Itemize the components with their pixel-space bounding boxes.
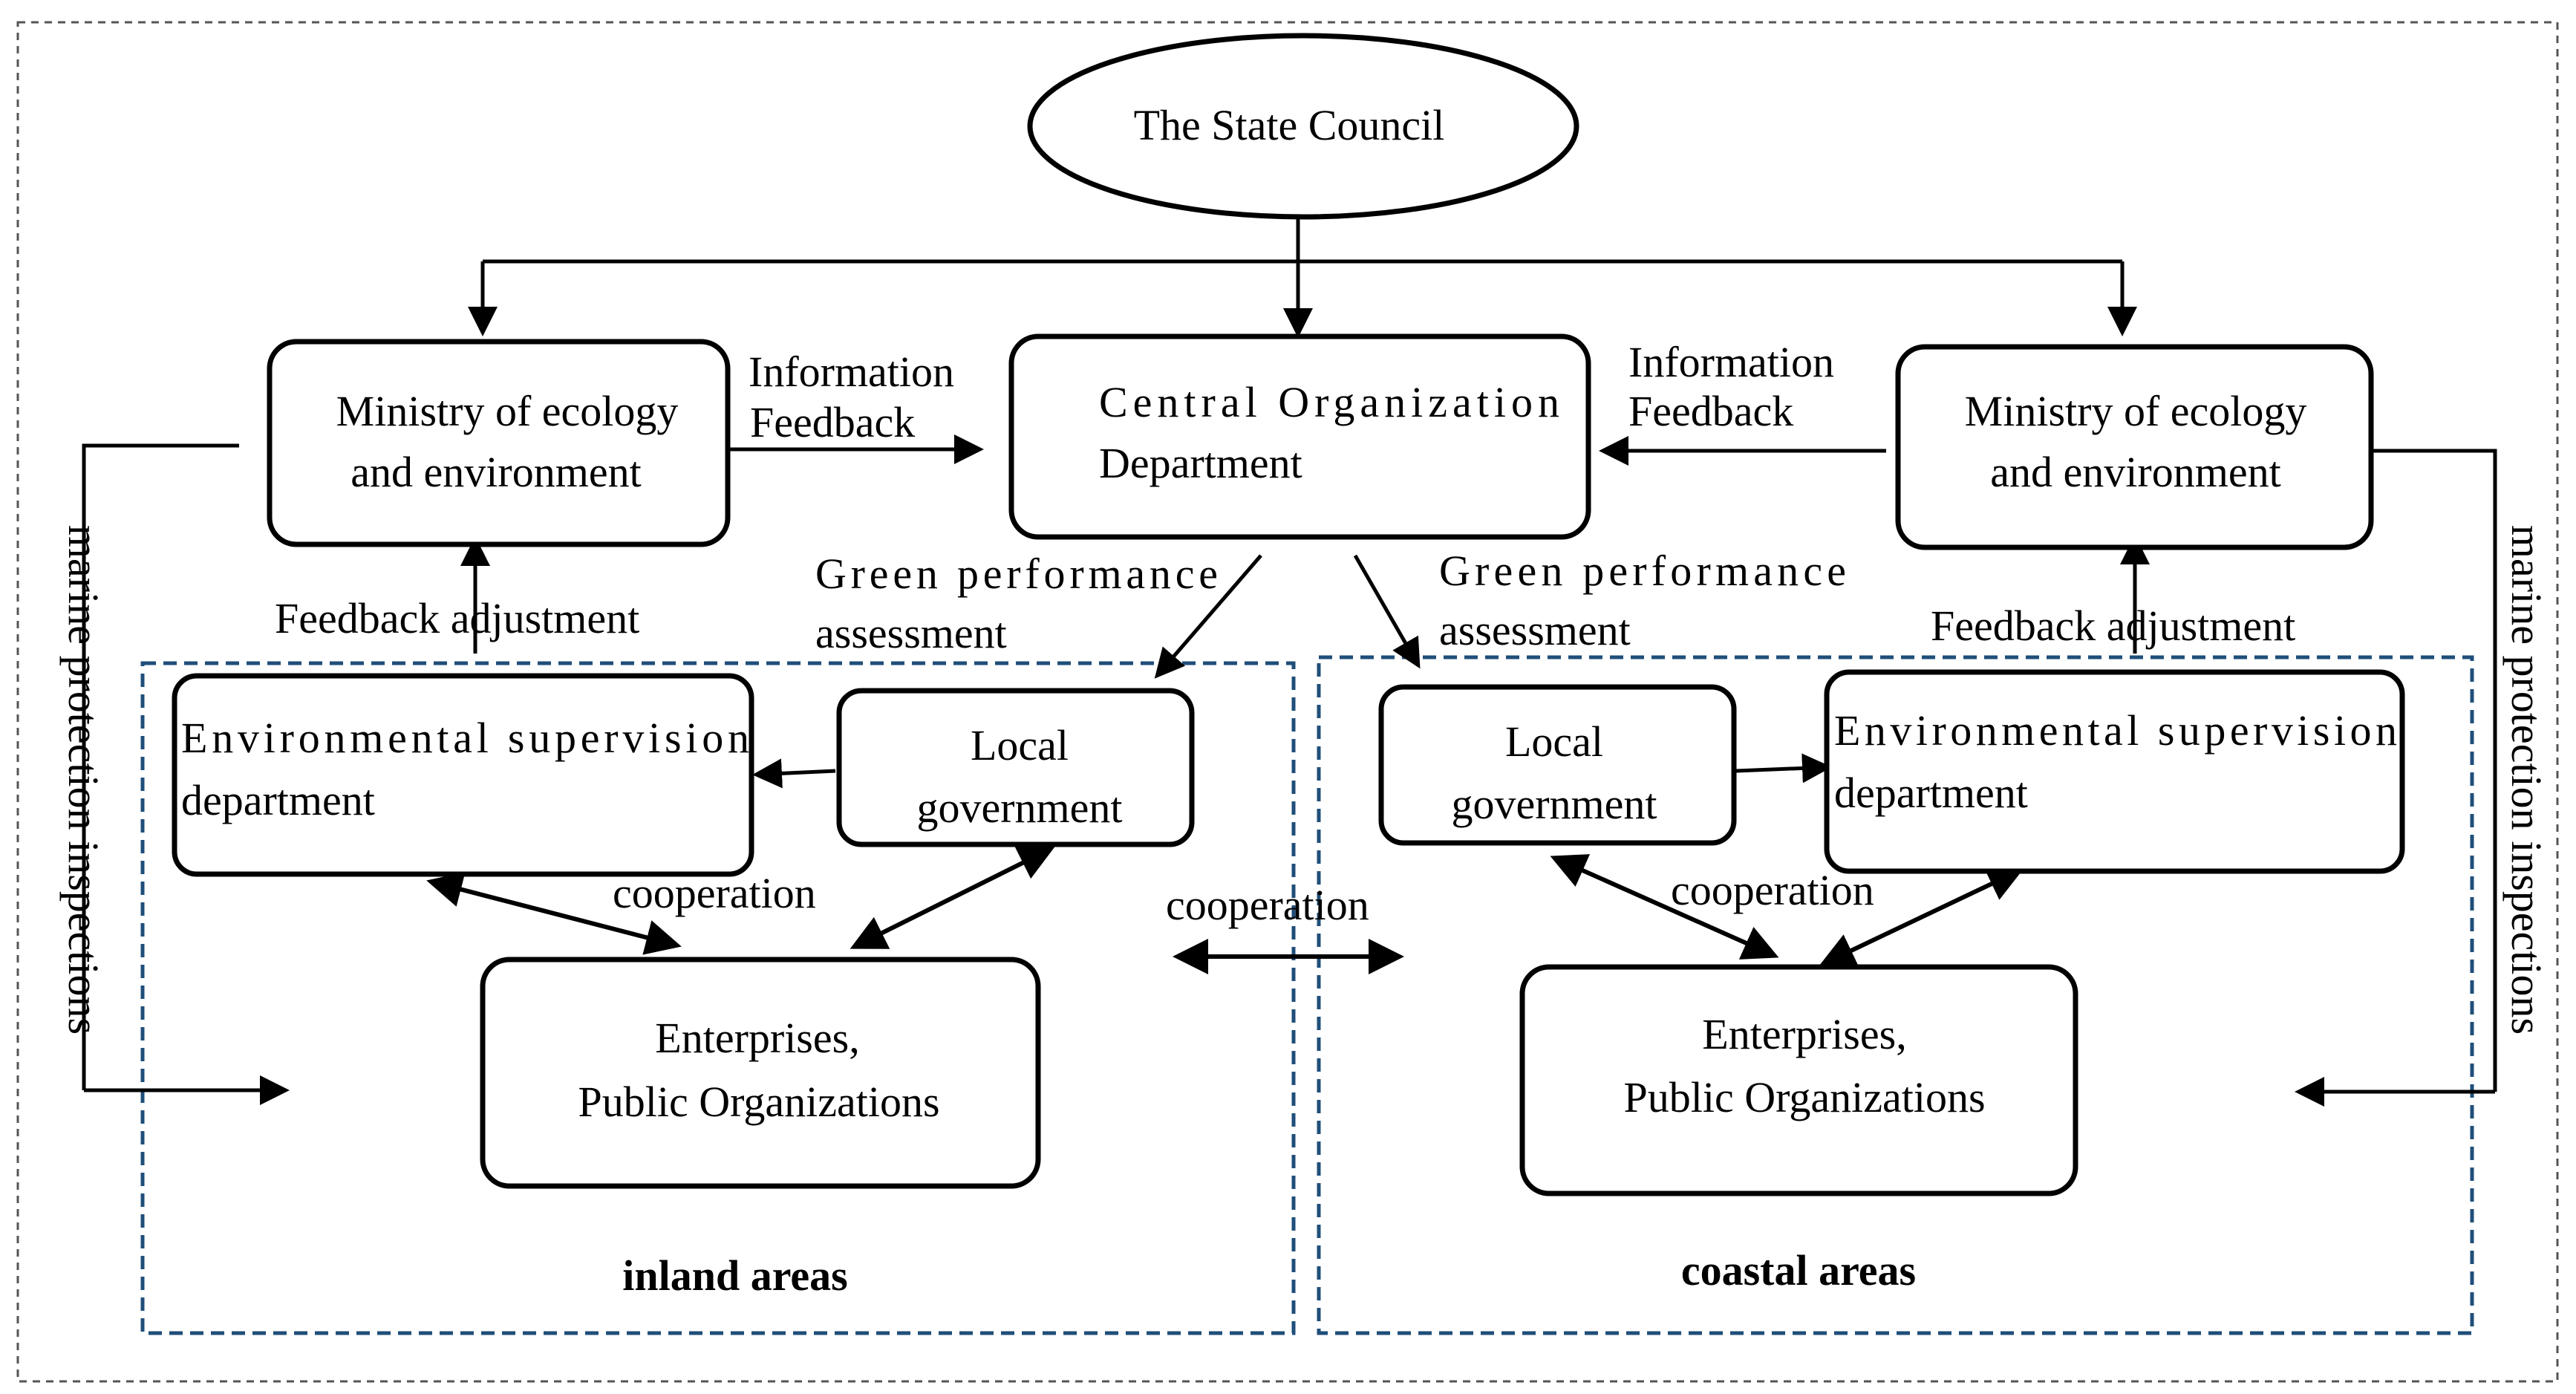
enterprises-left-line2: Public Organizations bbox=[578, 1078, 939, 1126]
ministry-left-line1: Ministry of ecology bbox=[336, 387, 679, 435]
region-inland bbox=[140, 661, 1296, 1335]
cooperation-middle: cooperation bbox=[1166, 881, 1369, 929]
local-right-line1: Local bbox=[1505, 717, 1603, 766]
node-local-gov-left: Local government bbox=[836, 688, 1195, 847]
ministry-left-line2: and environment bbox=[350, 448, 641, 496]
node-env-supervision-right: Environmental supervision department bbox=[1824, 669, 2405, 874]
marine-inspections-left: marine protection inspections bbox=[59, 525, 108, 1035]
marine-inspections-right: marine protection inspections bbox=[2502, 525, 2551, 1035]
ministry-right-line2: and environment bbox=[1990, 448, 2280, 496]
node-ministry-left: Ministry of ecology and environment bbox=[267, 339, 731, 547]
green-assessment-left-line1: Green performance bbox=[815, 550, 1218, 598]
region-coastal-title: coastal areas bbox=[1681, 1246, 1916, 1294]
cooperation-right: cooperation bbox=[1671, 866, 1874, 914]
local-left-line1: Local bbox=[971, 721, 1069, 769]
state-council-label: The State Council bbox=[1134, 101, 1445, 149]
enterprises-left-line1: Enterprises, bbox=[655, 1014, 859, 1062]
env-right-line1: Environmental supervision bbox=[1834, 706, 2397, 755]
connectors bbox=[82, 217, 2497, 1107]
node-enterprises-right: Enterprises, Public Organizations bbox=[1519, 964, 2078, 1196]
enterprises-right-line2: Public Organizations bbox=[1623, 1073, 1985, 1121]
node-state-council: The State Council bbox=[1027, 33, 1579, 220]
cooperation-left: cooperation bbox=[613, 869, 816, 917]
node-env-supervision-left: Environmental supervision department bbox=[172, 673, 754, 877]
local-right-line2: government bbox=[1451, 780, 1657, 828]
local-left-line2: government bbox=[916, 784, 1122, 832]
green-assessment-left-line2: assessment bbox=[815, 609, 1007, 657]
node-central-org: Central Organization Department bbox=[1008, 333, 1591, 540]
outer-frame bbox=[16, 21, 2559, 1383]
ministry-right-line1: Ministry of ecology bbox=[1965, 387, 2307, 435]
env-left-line1: Environmental supervision bbox=[181, 714, 749, 762]
feedback-adjustment-right: Feedback adjustment bbox=[1931, 602, 2295, 650]
info-feedback-right-line1: Information bbox=[1628, 338, 1834, 386]
node-enterprises-left: Enterprises, Public Organizations bbox=[480, 957, 1041, 1189]
green-assessment-right-line2: assessment bbox=[1439, 606, 1631, 654]
green-assessment-right-line1: Green performance bbox=[1439, 547, 1846, 595]
env-right-line2: department bbox=[1834, 769, 2028, 817]
info-feedback-right-line2: Feedback bbox=[1628, 387, 1793, 435]
feedback-adjustment-left: Feedback adjustment bbox=[275, 594, 639, 642]
node-local-gov-right: Local government bbox=[1378, 684, 1737, 846]
info-feedback-left-line2: Feedback bbox=[750, 398, 915, 446]
region-inland-title: inland areas bbox=[622, 1251, 848, 1300]
env-left-line2: department bbox=[181, 776, 375, 824]
central-org-line2: Department bbox=[1099, 439, 1302, 487]
enterprises-right-line1: Enterprises, bbox=[1702, 1010, 1906, 1058]
node-ministry-right: Ministry of ecology and environment bbox=[1895, 344, 2374, 550]
info-feedback-left-line1: Information bbox=[749, 348, 954, 396]
